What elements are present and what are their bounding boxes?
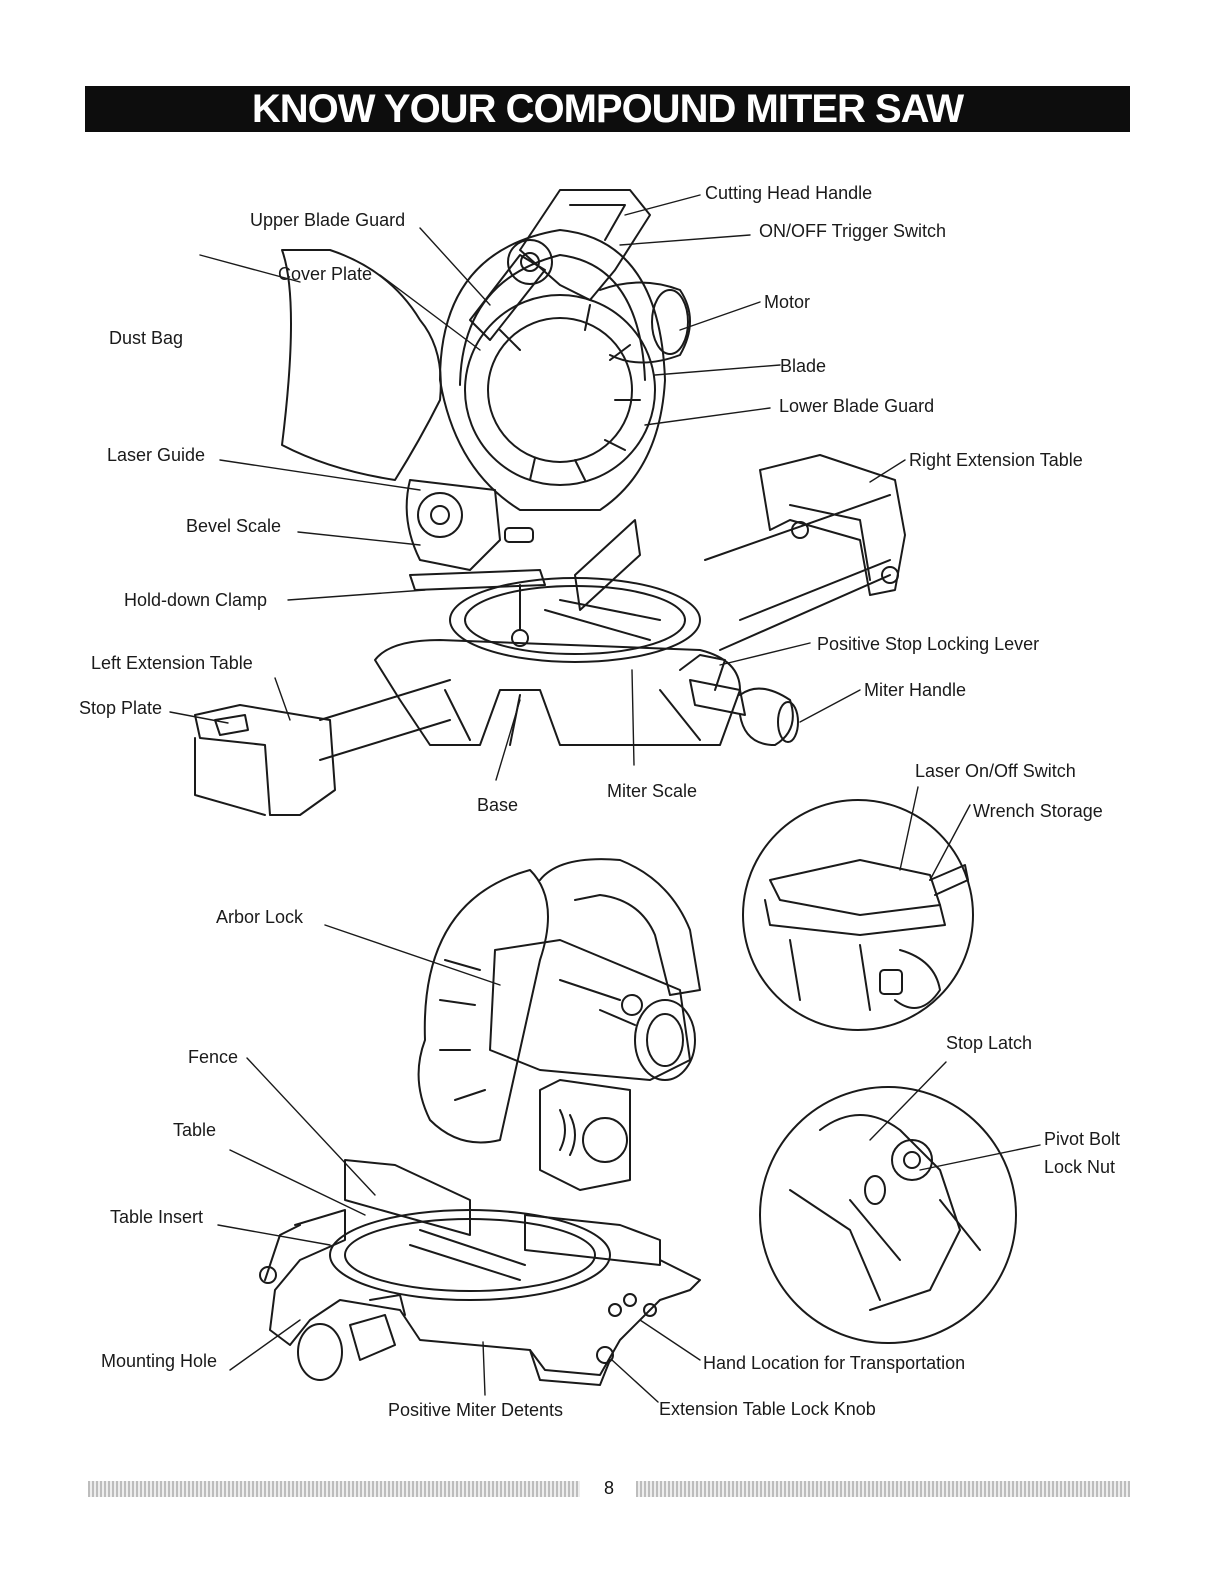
label-table: Table xyxy=(173,1120,217,1140)
label-lower-blade-guard: Lower Blade Guard xyxy=(779,396,935,416)
leader-lines xyxy=(169,194,1041,1403)
label-wrench-storage: Wrench Storage xyxy=(973,801,1103,821)
label-cover-plate: Cover Plate xyxy=(278,264,373,284)
label-table-insert: Table Insert xyxy=(110,1207,204,1227)
label-blade: Blade xyxy=(780,356,827,376)
label-hold-down-clamp: Hold-down Clamp xyxy=(124,590,268,610)
label-laser-guide: Laser Guide xyxy=(107,445,206,465)
label-motor: Motor xyxy=(764,292,811,312)
label-stop-latch: Stop Latch xyxy=(946,1033,1033,1053)
page-number: 8 xyxy=(603,1478,614,1498)
page-title: KNOW YOUR COMPOUND MITER SAW xyxy=(251,86,964,131)
label-lock-nut: Lock Nut xyxy=(1044,1157,1116,1177)
label-bevel-scale: Bevel Scale xyxy=(186,516,282,536)
inset-pivot-drawing xyxy=(759,1086,1017,1344)
footer-pattern-left xyxy=(88,1481,580,1497)
label-arbor-lock: Arbor Lock xyxy=(216,907,304,927)
label-miter-handle: Miter Handle xyxy=(864,680,967,700)
label-mounting-hole: Mounting Hole xyxy=(101,1351,218,1371)
page-title-banner: KNOW YOUR COMPOUND MITER SAW xyxy=(85,86,1130,132)
label-upper-blade-guard: Upper Blade Guard xyxy=(250,210,406,230)
label-right-extension-table: Right Extension Table xyxy=(909,450,1083,470)
label-positive-miter-detents: Positive Miter Detents xyxy=(388,1400,564,1420)
label-fence: Fence xyxy=(188,1047,239,1067)
label-laser-on-off-switch: Laser On/Off Switch xyxy=(915,761,1076,781)
label-positive-stop-locking-lever: Positive Stop Locking Lever xyxy=(817,634,1040,654)
saw-rear-view-drawing xyxy=(259,858,701,1386)
label-dust-bag: Dust Bag xyxy=(109,328,184,348)
label-hand-location-for-transportation: Hand Location for Transportation xyxy=(703,1353,966,1373)
label-pivot-bolt: Pivot Bolt xyxy=(1044,1129,1121,1149)
label-base: Base xyxy=(477,795,519,815)
saw-front-view-drawing xyxy=(194,189,906,816)
label-stop-plate: Stop Plate xyxy=(79,698,163,718)
label-extension-table-lock-knob: Extension Table Lock Knob xyxy=(659,1399,876,1419)
label-left-extension-table: Left Extension Table xyxy=(91,653,253,673)
inset-laser-switch-drawing xyxy=(742,799,974,1031)
label-cutting-head-handle: Cutting Head Handle xyxy=(705,183,873,203)
label-miter-scale: Miter Scale xyxy=(607,781,698,801)
label-on-off-trigger-switch: ON/OFF Trigger Switch xyxy=(759,221,947,241)
footer-pattern-right xyxy=(636,1481,1130,1497)
